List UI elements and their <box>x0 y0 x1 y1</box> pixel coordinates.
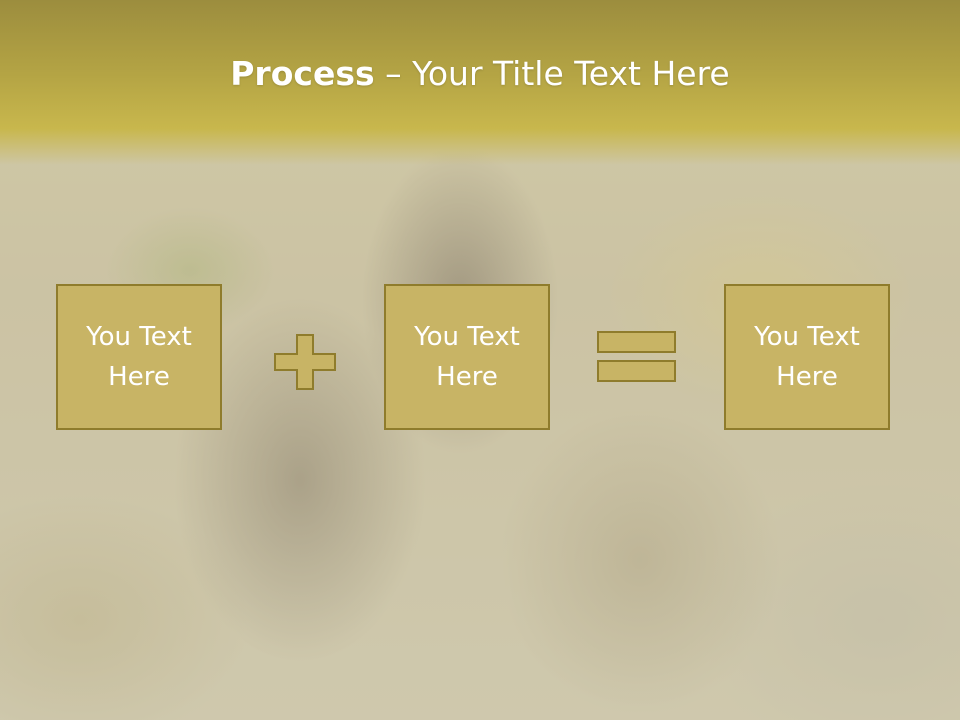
process-box-3-text: You Text Here <box>754 322 860 392</box>
title-bold: Process <box>230 54 375 93</box>
process-box-2-text: You Text Here <box>414 322 520 392</box>
title-rest: – Your Title Text Here <box>374 54 730 93</box>
slide-title: Process – Your Title Text Here <box>0 52 960 96</box>
process-box-2: You Text Here <box>384 284 550 430</box>
process-box-1: You Text Here <box>56 284 222 430</box>
process-box-3: You Text Here <box>724 284 890 430</box>
header-band <box>0 0 960 165</box>
process-box-1-text: You Text Here <box>86 322 192 392</box>
